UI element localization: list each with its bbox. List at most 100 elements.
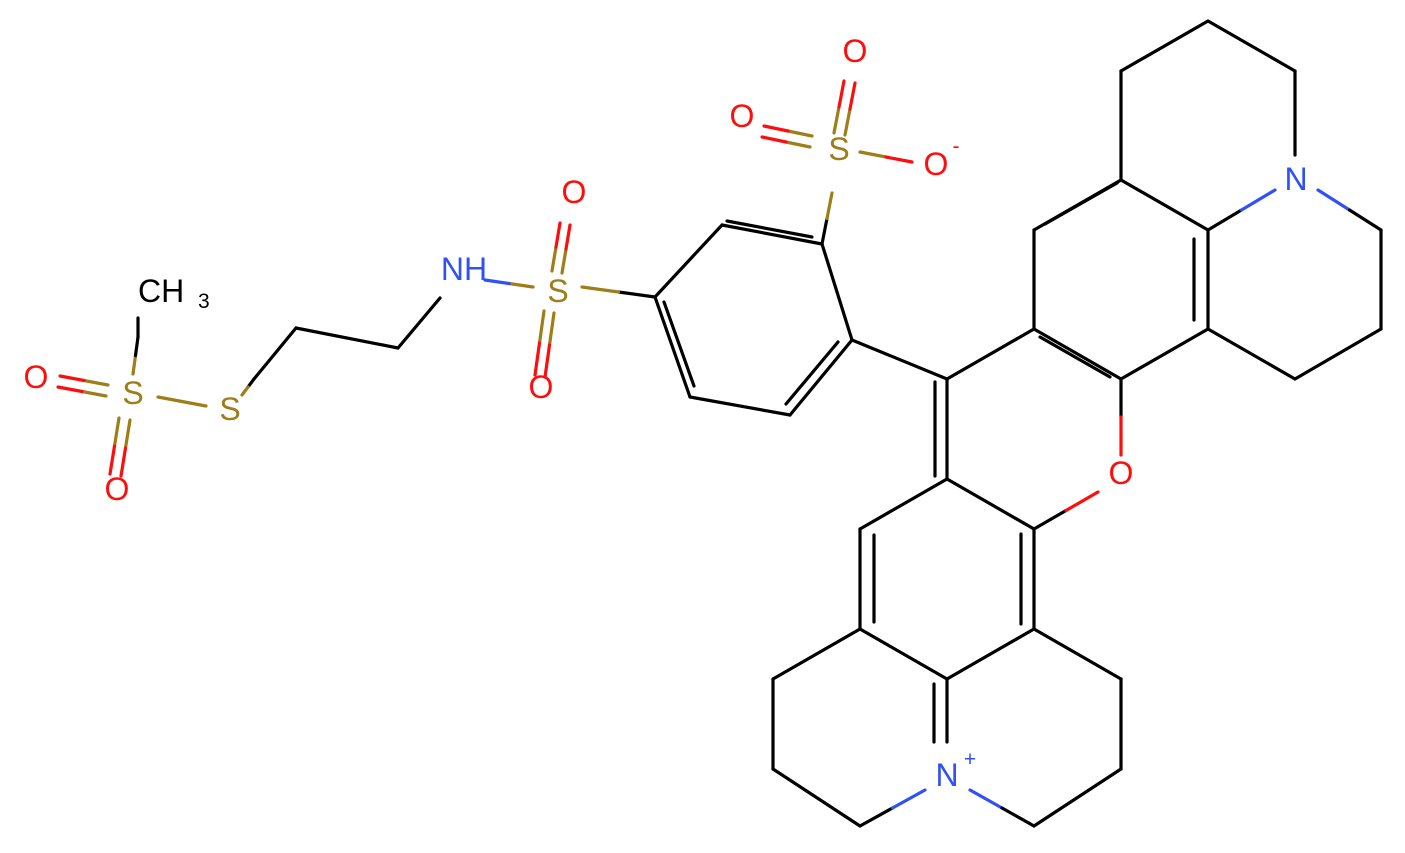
carbon-bond [850, 338, 949, 381]
hetero-bond [533, 341, 542, 377]
carbon-bond [771, 627, 862, 681]
carbon-bond [784, 340, 840, 406]
positive-charge: + [964, 748, 976, 771]
carbon-bond [858, 477, 949, 531]
carbon-bond [1293, 327, 1383, 381]
hetero-bond [507, 281, 535, 289]
carbon-bond [788, 338, 854, 417]
carbon-bond [945, 327, 1036, 381]
methyl-subscript: 3 [198, 290, 210, 313]
hetero-bond [760, 135, 788, 144]
hetero-bond [832, 105, 841, 135]
sulfonamide-oxygen-bottom: O [529, 369, 554, 405]
sulfonate-oxygen-left: O [730, 98, 755, 134]
hetero-bond [1206, 208, 1244, 232]
hetero-bond [1347, 208, 1383, 232]
sulfonate-oxygen-top: O [843, 33, 868, 69]
hetero-bond [547, 311, 556, 347]
carbon-bond [688, 395, 792, 417]
iminium-nitrogen: N [935, 757, 958, 793]
hetero-bond [786, 129, 814, 138]
hetero-bond [56, 385, 84, 394]
hetero-bond [180, 399, 208, 408]
carbon-bond [945, 627, 1036, 681]
amide-nh: NH [441, 251, 487, 287]
hetero-bond [483, 278, 511, 286]
carbon-bond [1119, 327, 1210, 381]
hetero-bond [550, 245, 558, 273]
hetero-bond [1032, 508, 1068, 531]
hetero-bond [156, 395, 184, 404]
hetero-bond [133, 335, 140, 358]
hetero-bond [837, 79, 846, 109]
hetero-bond [1239, 188, 1277, 212]
sulfonamide-sulfur: S [547, 273, 568, 309]
carbon-bond [1032, 627, 1123, 681]
hetero-bond [119, 446, 128, 478]
hetero-bond [968, 788, 1004, 810]
hetero-bond [762, 124, 790, 133]
sulfonate-sulfur: S [828, 131, 849, 167]
hetero-bond [825, 191, 834, 221]
carbon-bond [1206, 19, 1297, 73]
hetero-bond [560, 247, 568, 275]
hetero-bond [848, 81, 857, 111]
hetero-bond [112, 416, 121, 448]
hetero-bond [616, 290, 657, 299]
xanthene-oxygen: O [1109, 455, 1134, 491]
thioether-sulfur: S [219, 391, 240, 427]
hetero-bond [1064, 490, 1100, 513]
carbon-bond [858, 627, 949, 681]
hetero-bond [58, 374, 86, 383]
hetero-bond [80, 389, 108, 398]
mesyl-oxygen-bottom: O [105, 471, 130, 507]
hetero-bond [858, 150, 888, 159]
hetero-bond [580, 285, 621, 294]
hetero-bond [543, 343, 552, 379]
carbon-bond [1119, 19, 1210, 73]
carbon-bond [945, 477, 1036, 531]
carbon-bond [252, 326, 298, 381]
carbon-bond [396, 296, 442, 350]
carbon-bond [1032, 327, 1123, 381]
hetero-bond [82, 378, 110, 387]
sulfonate-oxygen-charged: O [924, 146, 949, 182]
carbon-bond [1032, 767, 1123, 828]
carbon-bond [820, 242, 854, 342]
julolidine-nitrogen-top: N [1284, 161, 1307, 197]
hetero-bond [884, 155, 914, 164]
hetero-bond [564, 223, 572, 251]
carbon-bond [1119, 178, 1210, 232]
carbon-bond [720, 223, 824, 246]
methyl-group: CH [138, 273, 184, 309]
carbon-bond [725, 219, 814, 239]
hetero-bond [843, 107, 852, 137]
hetero-bond [123, 418, 132, 450]
carbon-bond [1038, 335, 1112, 379]
hetero-bond [1000, 806, 1036, 828]
bonds [136, 19, 1383, 828]
hetero-bond [240, 385, 250, 397]
hetero-bond [246, 377, 256, 389]
hetero-bond [1316, 188, 1352, 212]
carbon-bond [1206, 327, 1297, 381]
hetero-bond [890, 788, 927, 810]
heteroatom-bonds [56, 79, 1383, 828]
carbon-bond [653, 295, 692, 399]
mesyl-sulfur: S [122, 375, 143, 411]
hetero-bond [784, 140, 812, 149]
mesyl-oxygen-left: O [24, 359, 49, 395]
hetero-bond [537, 309, 546, 345]
carbon-bond [653, 223, 724, 299]
hetero-bond [858, 806, 895, 828]
carbon-bond [771, 767, 862, 828]
carbon-bond [1043, 181, 1119, 226]
sulfonamide-oxygen-top: O [562, 174, 587, 210]
carbon-bond [294, 326, 400, 350]
hetero-bond [131, 353, 138, 376]
hetero-bond [554, 221, 562, 249]
atom-labels: S O O O - S O O NH S S O O CH 3 N O N + [24, 33, 1308, 793]
hetero-bond [108, 444, 117, 476]
